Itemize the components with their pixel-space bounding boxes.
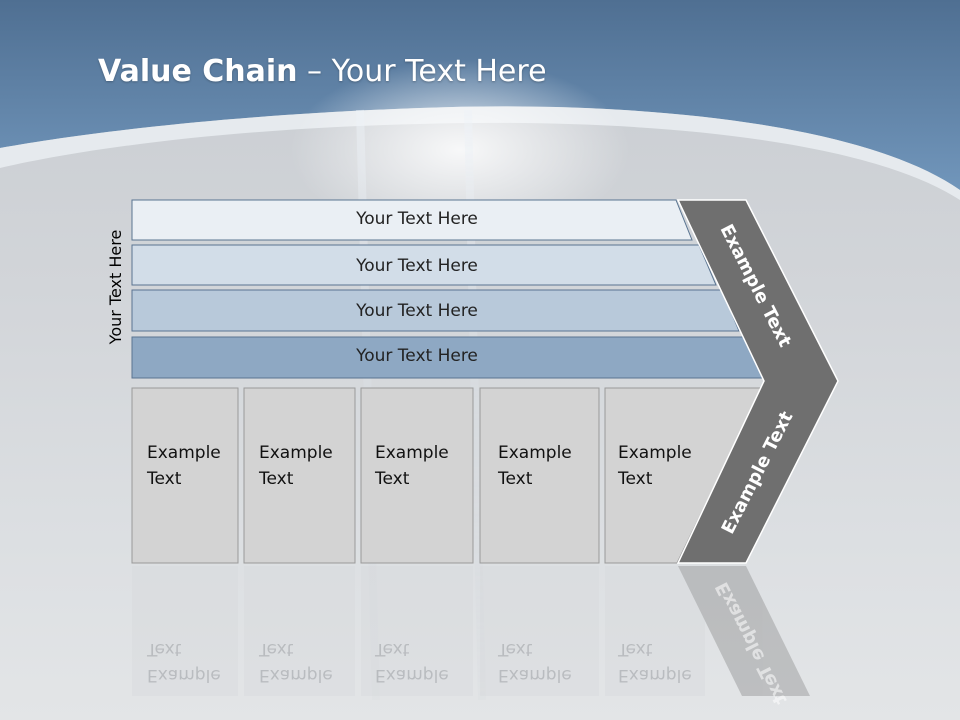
side-label: Your Text Here — [106, 229, 125, 345]
row-3-label: Your Text Here — [356, 301, 478, 321]
row-4-label: Your Text Here — [356, 346, 478, 366]
row-1-bar — [131, 199, 693, 241]
column-2-box — [243, 387, 356, 564]
row-3-bar — [131, 289, 740, 332]
light-arc — [0, 106, 960, 200]
row-2-bar — [131, 244, 717, 286]
row-1-label: Your Text Here — [356, 209, 478, 229]
chevron-shape — [676, 199, 839, 564]
slide-title: Value Chain – Your Text Here — [98, 54, 547, 89]
column-1-box — [131, 387, 239, 564]
column-5-box — [604, 387, 763, 564]
column-3-box — [360, 387, 474, 564]
row-2-label: Your Text Here — [356, 256, 478, 276]
column-4-box — [479, 387, 600, 564]
reflection — [132, 566, 810, 696]
